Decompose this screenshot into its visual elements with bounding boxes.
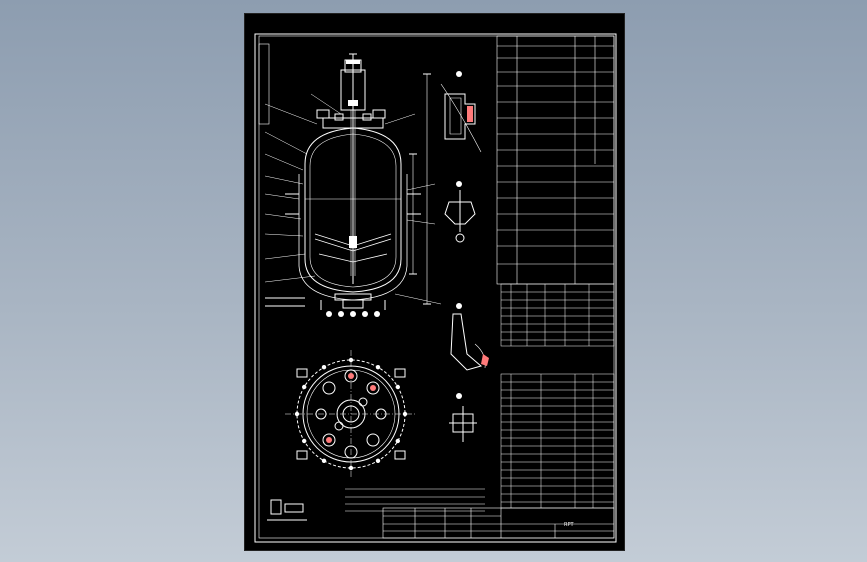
parts-list-table <box>500 373 615 509</box>
agitator-hub <box>349 236 357 248</box>
bolt-ring <box>294 357 408 471</box>
balloon-detail-c <box>456 303 462 309</box>
bottom-nozzle-3 <box>350 311 356 317</box>
stamp-box <box>258 43 270 125</box>
detail-view-c-hatch <box>481 354 489 366</box>
vessel-top-view <box>285 350 417 478</box>
specs-table <box>496 35 615 285</box>
bottom-nozzle-4 <box>362 311 368 317</box>
inner-frame <box>258 35 615 539</box>
outer-frame <box>254 33 617 543</box>
detail-view-a-hatch <box>467 106 473 122</box>
balloon-detail-d <box>456 393 462 399</box>
bottom-nozzle-2 <box>338 311 344 317</box>
cad-drawing: RPT <box>254 33 617 543</box>
bottom-nozzle-5 <box>374 311 380 317</box>
drawing-stamp: RPT <box>564 522 574 528</box>
nozzle-highlight-2 <box>370 385 376 391</box>
detail-view-c <box>450 313 486 371</box>
detail-view-e <box>267 499 307 521</box>
bottom-nozzle-1 <box>326 311 332 317</box>
drawing-sheet: RPT <box>244 13 625 551</box>
nozzle-highlight-1 <box>348 373 354 379</box>
motor-top <box>346 60 360 64</box>
detail-view-a <box>440 83 482 153</box>
balloon-detail-a <box>456 71 462 77</box>
leader-lines <box>264 93 442 305</box>
balloon-detail-b <box>456 181 462 187</box>
technical-requirements <box>345 488 485 512</box>
vessel-front-view <box>265 53 431 310</box>
drive-coupling <box>348 100 358 106</box>
detail-view-b <box>444 190 476 243</box>
nozzle-table <box>500 283 615 347</box>
title-block <box>382 507 615 539</box>
nozzle-highlight-3 <box>326 437 332 443</box>
detail-view-d <box>449 406 477 442</box>
